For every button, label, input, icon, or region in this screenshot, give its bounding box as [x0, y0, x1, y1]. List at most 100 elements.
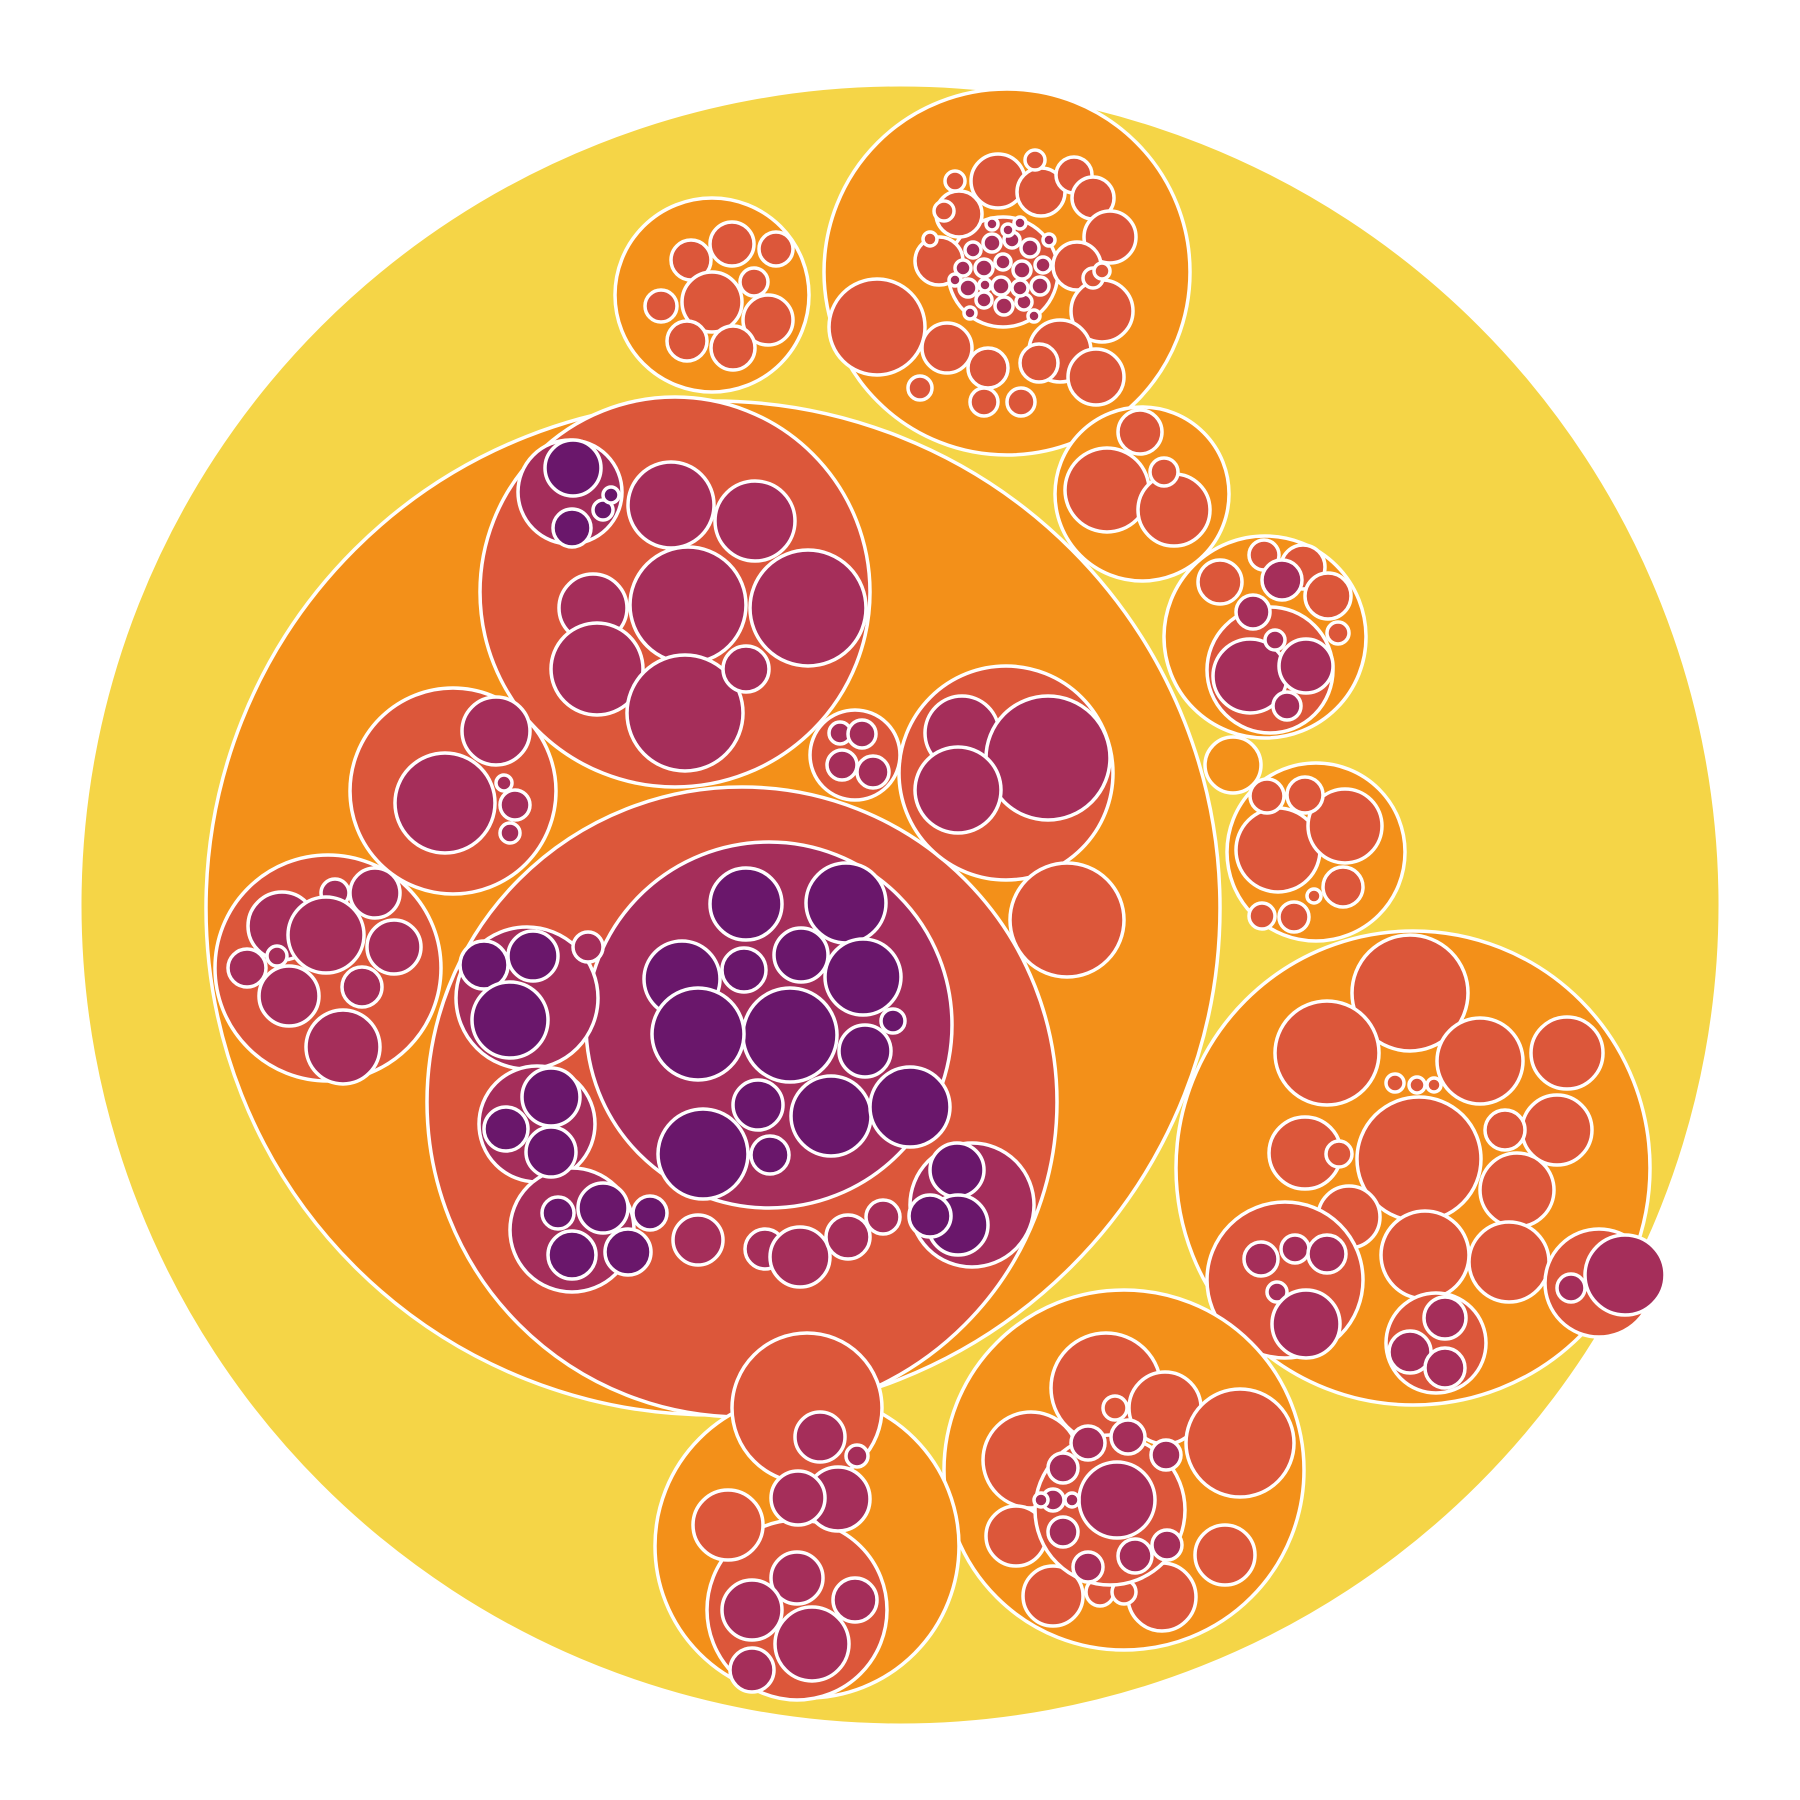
pack-node-depth2 — [1005, 386, 1037, 418]
pack-leaf-depth3 — [1011, 259, 1033, 281]
pack-leaf-depth3 — [977, 277, 993, 293]
pack-node-depth2 — [1101, 1394, 1129, 1422]
pack-node-depth3 — [494, 773, 514, 793]
pack-leaf-depth3 — [993, 252, 1013, 272]
pack-node-depth3 — [226, 947, 268, 989]
pack-leaf-depth3 — [1032, 1491, 1050, 1509]
pack-leaf-depth3 — [720, 1578, 784, 1642]
pack-node-depth3 — [625, 653, 745, 773]
left-solo-node — [1008, 861, 1126, 979]
pack-leaf-depth3 — [1071, 1550, 1105, 1584]
pack-leaf-depth3 — [1260, 558, 1304, 602]
pack-leaf-depth3 — [1019, 237, 1041, 259]
pack-node-depth3 — [768, 1225, 832, 1289]
pack-leaf-depth4 — [823, 937, 903, 1017]
pack-node-depth2 — [665, 319, 709, 363]
pack-node-depth2 — [1285, 775, 1325, 815]
pack-leaf-depth4 — [879, 1007, 907, 1035]
pack-node-depth3 — [571, 930, 605, 964]
pack-node-depth2 — [1483, 1108, 1527, 1152]
pack-leaf-depth3 — [947, 272, 963, 288]
pack-node-depth3 — [984, 694, 1112, 822]
pack-leaf-depth3 — [1069, 1424, 1107, 1462]
pack-node-depth2 — [827, 277, 927, 377]
pack-node-depth2 — [1023, 148, 1047, 172]
pack-node-depth3 — [671, 1213, 725, 1267]
pack-node-depth2 — [708, 220, 756, 268]
pack-leaf-depth4 — [546, 1229, 598, 1281]
pack-leaf-depth3 — [953, 258, 973, 278]
pack-node-depth2 — [1196, 558, 1244, 606]
pack-node-depth2 — [1467, 1220, 1551, 1304]
pack-leaf-depth3 — [1150, 1528, 1184, 1562]
pack-leaf-depth4 — [576, 1181, 630, 1235]
pack-leaf-depth4 — [543, 438, 603, 498]
pack-leaf-depth3 — [769, 1469, 827, 1527]
pack-node-depth2 — [1193, 1523, 1257, 1587]
pack-node-depth2 — [1066, 347, 1126, 407]
pack-leaf-depth3 — [1422, 1295, 1468, 1341]
pack-leaf-depth4 — [837, 1023, 893, 1079]
pack-leaf-depth4 — [524, 1125, 578, 1179]
pack-leaf-depth3 — [1423, 1346, 1467, 1390]
pack-leaf-depth3 — [963, 240, 983, 260]
pack-node-depth2 — [1018, 342, 1060, 384]
pack-node-depth3 — [498, 788, 532, 822]
pack-node-depth2 — [1379, 1209, 1471, 1301]
pack-node-depth2 — [1148, 456, 1180, 488]
pack-leaf-depth3 — [1265, 1280, 1289, 1304]
pack-node-depth2 — [1136, 472, 1212, 548]
pack-node-depth3 — [265, 944, 289, 968]
pack-leaf-depth4 — [868, 1065, 952, 1149]
pack-node-depth2 — [680, 270, 744, 334]
pack-node-depth2 — [1273, 999, 1381, 1107]
pack-node-depth3 — [257, 964, 321, 1028]
pack-leaf-depth4 — [741, 986, 839, 1084]
pack-leaf-depth3 — [1010, 278, 1030, 298]
pack-leaf-depth3 — [1046, 1515, 1080, 1549]
pack-node-depth2 — [1063, 446, 1151, 534]
pack-leaf-depth4 — [708, 866, 784, 942]
pack-node-depth3 — [864, 1198, 902, 1236]
pack-leaf-depth3 — [1109, 1418, 1147, 1456]
pack-node-depth3 — [393, 751, 497, 855]
pack-node-depth2 — [1529, 1015, 1605, 1091]
pack-leaf-depth3 — [981, 232, 1003, 254]
pack-leaf-depth3 — [1041, 232, 1057, 248]
pack-node-depth2 — [932, 199, 956, 223]
pack-node-depth2 — [643, 288, 679, 324]
pack-leaf-depth4 — [720, 946, 768, 994]
pack-node-depth3 — [460, 695, 532, 767]
pack-node-depth2 — [1384, 1072, 1406, 1094]
pack-leaf-depth3 — [993, 295, 1015, 317]
pack-node-depth2 — [1425, 1076, 1443, 1094]
pack-leaf-depth3 — [1279, 1233, 1311, 1265]
pack-leaf-depth3 — [1555, 1272, 1587, 1304]
pack-leaf-depth3 — [1263, 628, 1287, 652]
pack-leaf-depth3 — [973, 257, 995, 279]
pack-leaf-depth3 — [1116, 1537, 1154, 1575]
pack-leaf-depth3 — [793, 1410, 847, 1464]
pack-node-depth2 — [906, 374, 934, 402]
pack-leaf-depth3 — [1149, 1438, 1183, 1472]
pack-leaf-depth3 — [1029, 275, 1051, 297]
pack-leaf-depth3 — [831, 1576, 879, 1624]
pack-leaf-depth4 — [731, 1078, 785, 1132]
pack-leaf-depth4 — [520, 1066, 582, 1128]
pack-node-depth2 — [1478, 1151, 1556, 1229]
pack-node-depth3 — [913, 745, 1003, 835]
pack-leaf-depth4 — [603, 1227, 653, 1277]
pack-node-depth3 — [348, 866, 402, 920]
pack-node-depth3 — [498, 821, 522, 845]
pack-node-depth3 — [304, 1008, 382, 1086]
pack-leaf-depth3 — [1306, 1233, 1348, 1275]
pack-leaf-depth3 — [974, 290, 994, 310]
pack-leaf-depth3 — [1271, 690, 1303, 722]
pack-node-depth3 — [855, 754, 891, 790]
pack-node-depth3 — [748, 548, 868, 668]
pack-leaf-depth4 — [907, 1193, 953, 1239]
pack-node-depth2 — [966, 346, 1010, 390]
pack-node-depth2 — [691, 1488, 765, 1562]
pack-node-layer — [78, 83, 1722, 1727]
